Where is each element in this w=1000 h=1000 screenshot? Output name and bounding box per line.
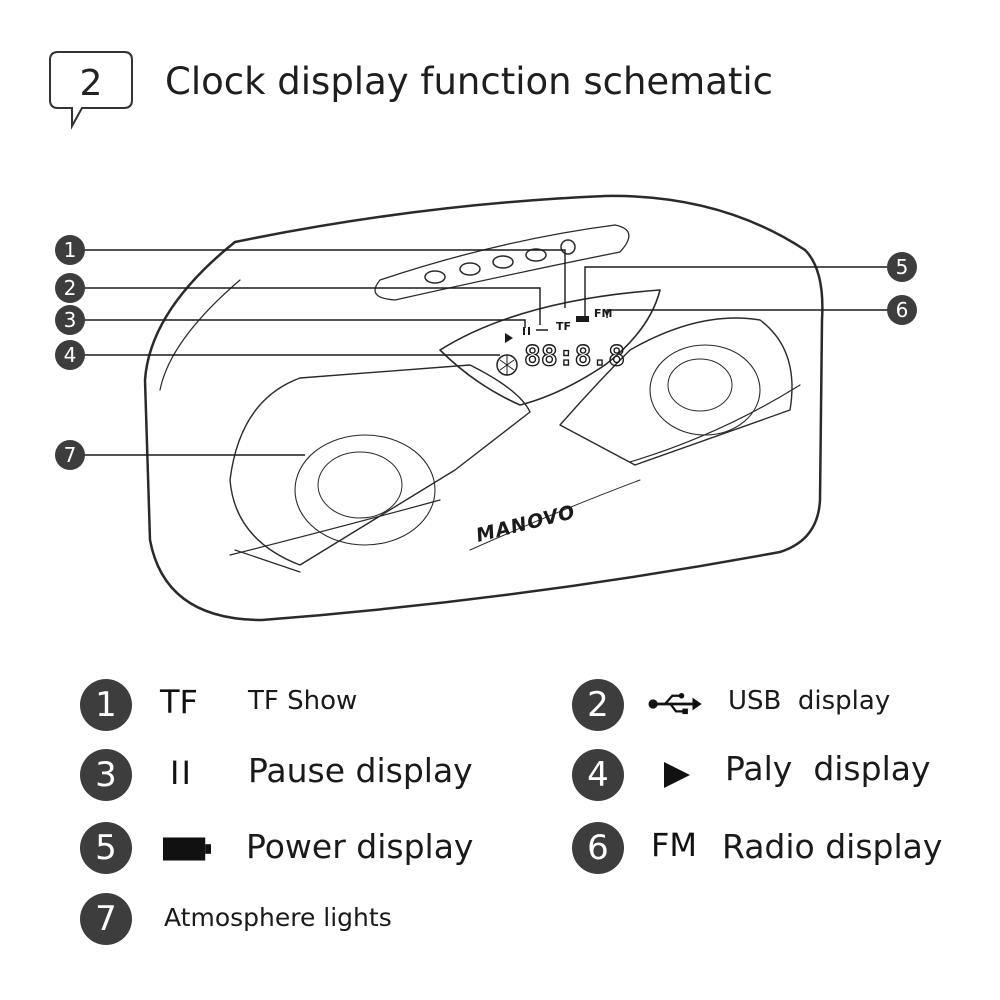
display-digits: 88:8.8 [524,339,625,372]
brand-logo: MANOVO [474,501,578,547]
svg-text:6: 6 [896,298,909,322]
callout-7: 7 [55,440,85,470]
svg-text:5: 5 [896,255,909,279]
svg-text:3: 3 [64,308,77,332]
legend-symbol-tf: TF [160,683,198,721]
leader-lines [84,249,887,456]
display-play-icon [505,333,513,343]
legend-label-play: Paly display [725,749,931,788]
legend-badge-3: 3 [80,749,132,801]
callout-5: 5 [887,252,917,282]
page-title: Clock display function schematic [165,60,774,103]
svg-text:4: 4 [64,343,77,367]
legend-badge-1: 1 [80,679,132,731]
legend-badge-6: 6 [572,822,624,874]
legend-label-pause: Pause display [248,751,473,790]
display-tf-tag: TF [556,320,571,333]
legend-badge-7: 7 [80,893,132,945]
legend-label-usb: USB display [728,686,891,716]
callout-3: 3 [55,305,85,335]
legend-label-power: Power display [246,827,474,866]
fan-blades [499,355,515,375]
display-fm-tag: FM [594,307,612,320]
legend-label-atmosphere: Atmosphere lights [164,903,392,932]
callout-4: 4 [55,340,85,370]
legend-badge-4: 4 [572,749,624,801]
step-number: 2 [79,63,103,104]
usb-icon [648,693,702,715]
svg-text:7: 7 [64,443,77,467]
legend-label-tf-show: TF Show [248,686,358,716]
speech-bubble-icon [49,51,133,130]
legend-badge-5: 5 [80,822,132,874]
battery-icon [163,837,211,861]
speaker-illustration [143,194,824,622]
legend-badge-2: 2 [572,679,624,731]
display-digits-group: 88:8.8 TF FM [496,307,626,376]
play-icon [664,762,690,788]
callout-2: 2 [55,273,85,303]
svg-text:1: 1 [64,238,77,262]
legend-symbol-fm: FM [651,826,698,864]
callout-6: 6 [887,295,917,325]
legend-label-radio: Radio display [722,827,943,866]
speaker-diagram: 88:8.8 TF FM MANOVO 1 2 3 4 5 [55,194,917,622]
display-pause-icon [523,327,525,335]
legend-symbol-pause: II [170,754,193,792]
svg-text:2: 2 [64,276,77,300]
callout-1: 1 [55,235,85,265]
display-battery-icon [576,316,589,322]
